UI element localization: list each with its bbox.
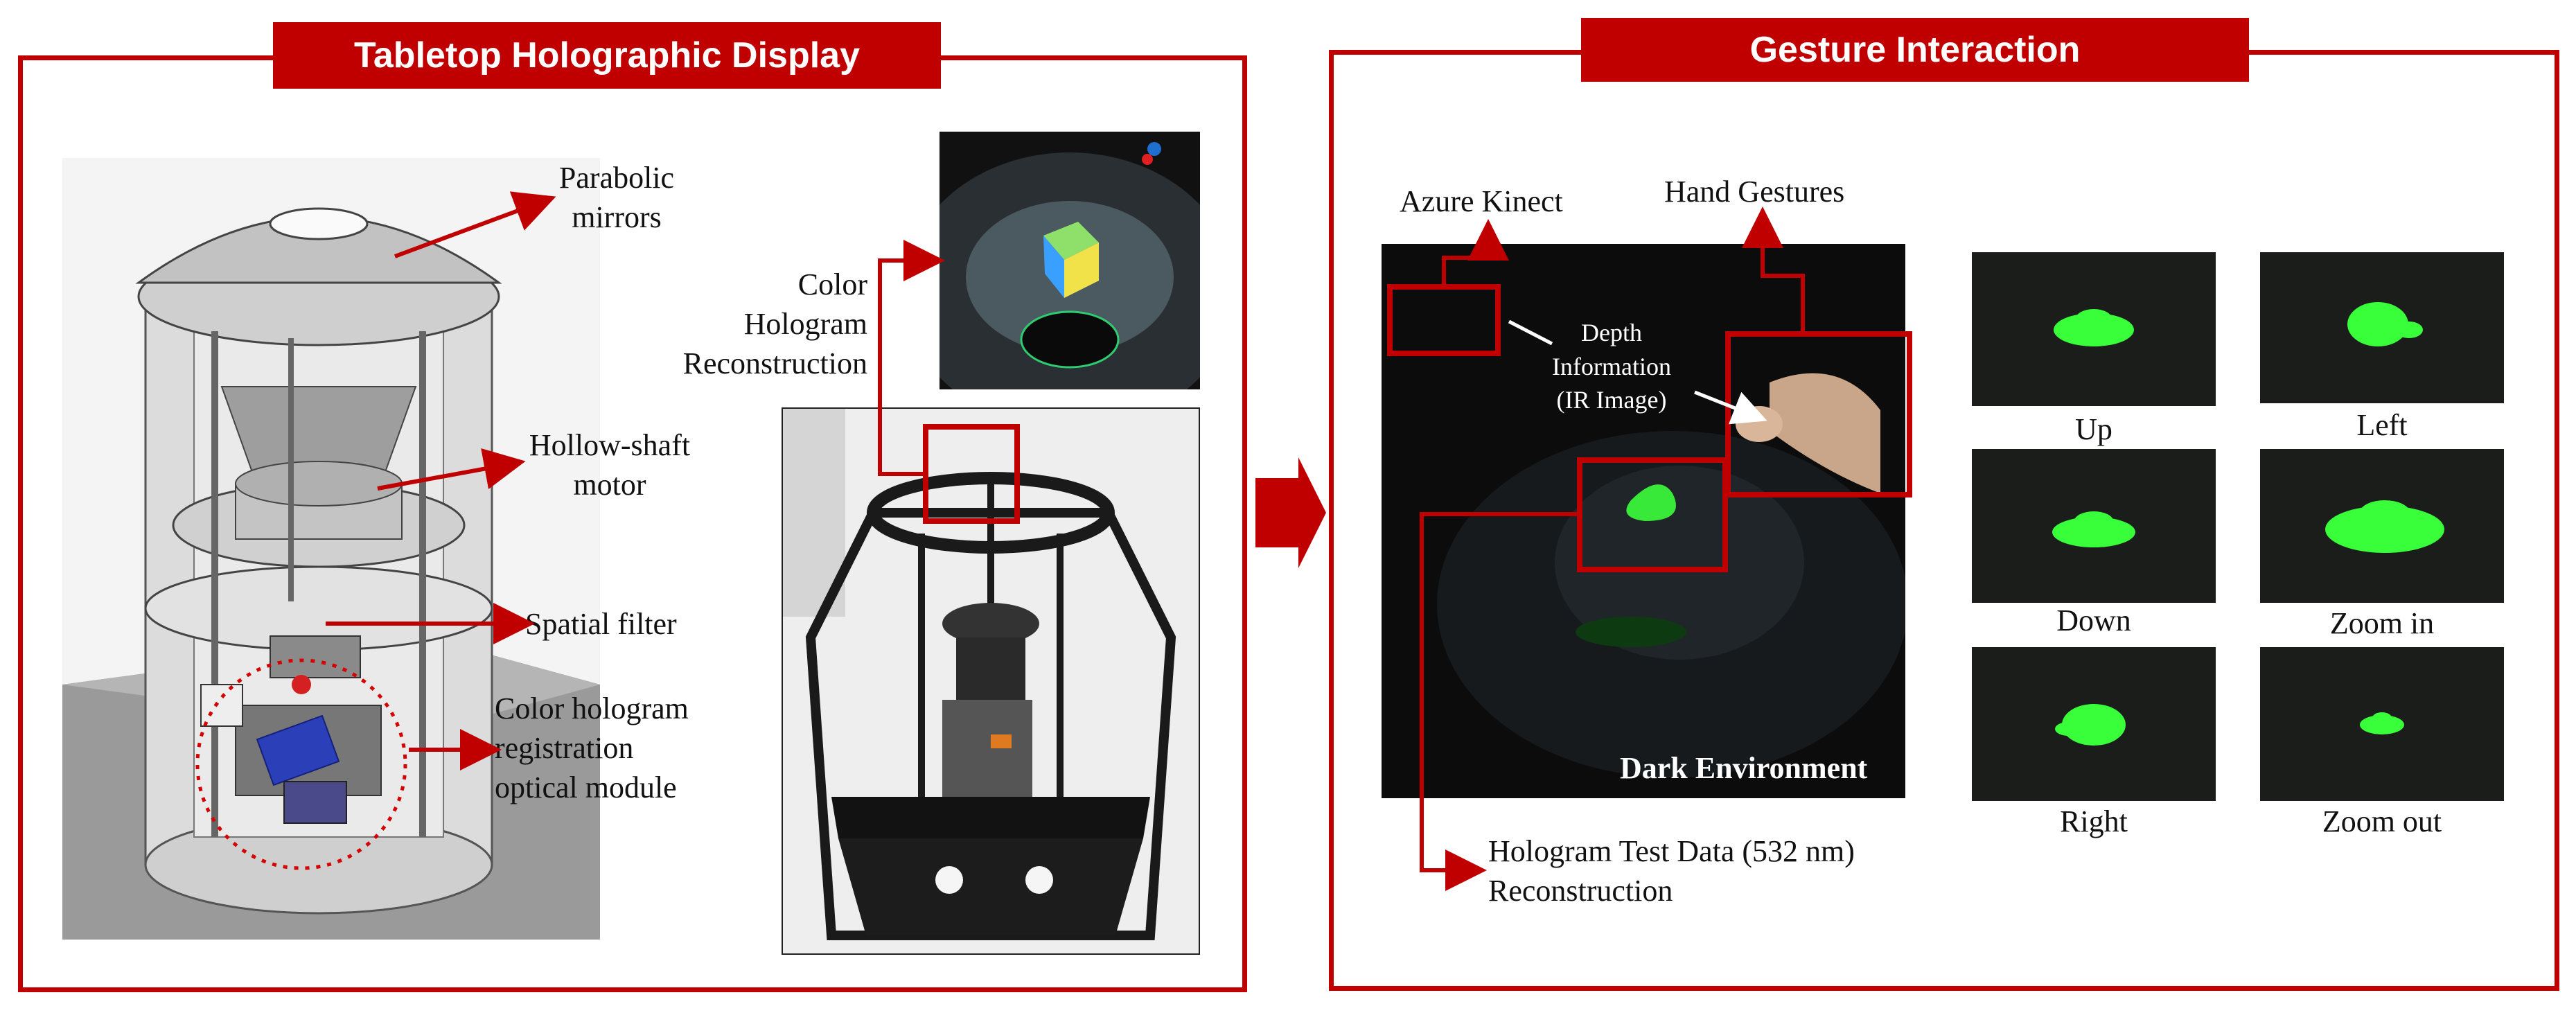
depth-label-line1: Depth — [1581, 319, 1642, 346]
hollow-label-line1: Hollow-shaft — [529, 428, 691, 462]
hologram-test-data-label: Hologram Test Data (532 nm) Reconstructi… — [1488, 831, 1855, 910]
hollow-label-line2: motor — [573, 468, 646, 502]
spatial-filter-label: Spatial filter — [525, 607, 677, 641]
gesture-photo-right — [1972, 647, 2216, 801]
parabolic-mirrors-label: Parabolic mirrors — [533, 158, 700, 237]
depth-label-line3: (IR Image) — [1556, 386, 1667, 414]
depth-information-label: Depth Information (IR Image) — [1521, 316, 1702, 417]
parabolic-label-line1: Parabolic — [558, 161, 675, 195]
hand-gestures-label: Hand Gestures — [1664, 175, 1845, 209]
gesture-caption-zoom-in: Zoom in — [2329, 606, 2435, 640]
gesture-photo-left — [2260, 252, 2504, 403]
gesture-photo-zoom-out — [2260, 647, 2504, 801]
gesture-photo-zoom-in — [2260, 449, 2504, 603]
optical-label-line3: optical module — [495, 770, 677, 805]
gesture-caption-left: Left — [2356, 408, 2408, 442]
gesture-caption-down: Down — [2056, 604, 2131, 637]
color-label-line1: Color — [797, 267, 867, 301]
hollow-shaft-motor-label: Hollow-shaft motor — [506, 425, 714, 504]
left-panel-title: Tabletop Holographic Display — [273, 22, 941, 89]
optical-label-line2: registration — [495, 731, 634, 766]
gesture-caption-right: Right — [2060, 804, 2128, 838]
color-hologram-label: Color Hologram Reconstruction — [624, 265, 867, 384]
parabolic-label-line2: mirrors — [572, 200, 662, 235]
test-label-line2: Reconstruction — [1488, 874, 1673, 908]
dark-environment-label: Dark Environment — [1620, 751, 1868, 785]
color-label-line3: Reconstruction — [682, 346, 867, 381]
color-label-line2: Hologram — [743, 307, 867, 342]
azure-kinect-label: Azure Kinect — [1400, 184, 1563, 218]
optical-module-label: Color hologram registration optical modu… — [495, 689, 689, 808]
prototype-photo — [782, 407, 1200, 955]
cad-illustration — [62, 158, 600, 940]
gesture-caption-up: Up — [2075, 412, 2112, 446]
test-label-line1: Hologram Test Data (532 nm) — [1488, 834, 1855, 868]
gesture-photo-up — [1972, 252, 2216, 406]
optical-label-line1: Color hologram — [495, 692, 689, 725]
color-hologram-photo — [939, 132, 1200, 389]
right-panel-title: Gesture Interaction — [1581, 18, 2249, 82]
gesture-photo-down — [1972, 449, 2216, 603]
gesture-caption-zoom-out: Zoom out — [2322, 804, 2442, 838]
cad-drawing — [62, 207, 600, 940]
depth-label-line2: Information — [1552, 352, 1671, 380]
